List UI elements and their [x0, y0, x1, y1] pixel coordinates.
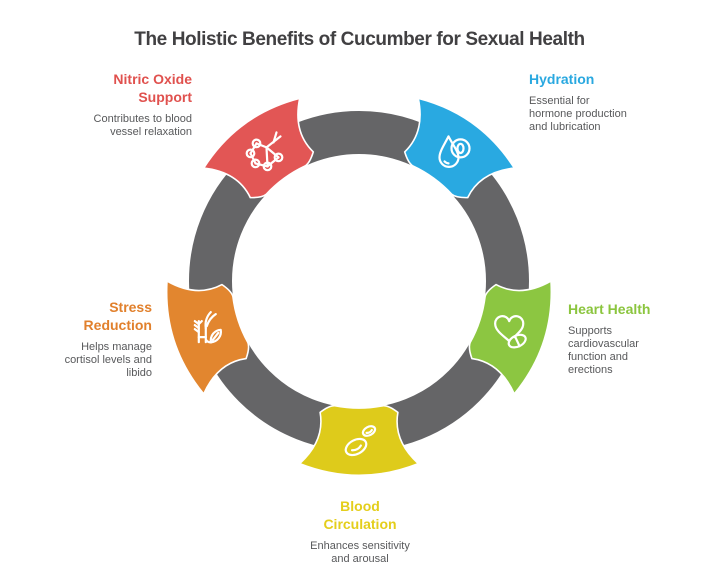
segment-blood-circulation-wedge — [298, 404, 420, 477]
callout-stress-reduction: Stress Reduction Helps manage cortisol l… — [12, 298, 152, 380]
callout-heading: Blood Circulation — [323, 498, 397, 532]
callout-body: Contributes to blood vessel relaxation — [93, 113, 192, 138]
callout-heading: Hydration — [529, 71, 595, 87]
segment-stress-reduction-wedge — [165, 280, 250, 395]
callout-heading: Stress Reduction — [83, 299, 152, 333]
callout-body: Helps manage cortisol levels and libido — [64, 341, 152, 379]
callout-body: Enhances sensitivity and arousal — [310, 540, 410, 565]
segment-heart-health-wedge — [468, 280, 553, 395]
callout-heading: Heart Health — [568, 301, 651, 317]
callout-body: Essential for hormone production and lub… — [529, 95, 627, 133]
callout-body: Supports cardiovascular function and ere… — [568, 325, 639, 376]
segment-hydration-wedge — [403, 97, 516, 199]
callout-hydration: Hydration Essential for hormone producti… — [529, 70, 679, 134]
page-title: The Holistic Benefits of Cucumber for Se… — [134, 29, 585, 50]
callout-heading: Nitric Oxide Support — [113, 71, 192, 105]
callout-blood-circulation: Blood Circulation Enhances sensitivity a… — [280, 497, 440, 566]
segment-nitric-oxide-wedge — [202, 97, 315, 199]
callout-heart-health: Heart Health Supports cardiovascular fun… — [568, 300, 708, 377]
callout-nitric-oxide-support: Nitric Oxide Support Contributes to bloo… — [28, 70, 192, 139]
